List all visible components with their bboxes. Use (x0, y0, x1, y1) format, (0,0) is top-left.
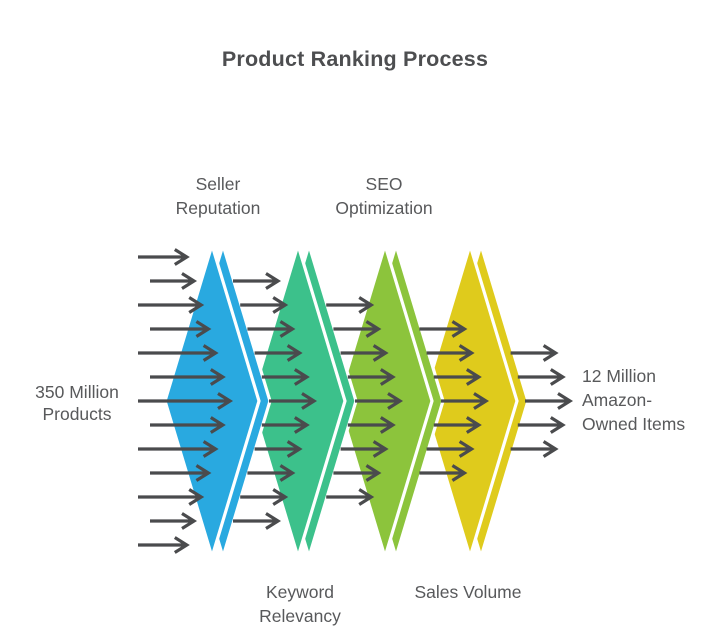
stage-label-keyword-relevancy: Keyword Relevancy (259, 582, 341, 626)
flow-arrow-col2 (233, 512, 282, 530)
flow-arrow-col1 (138, 248, 190, 266)
flow-arrow-col2 (240, 296, 289, 314)
output-volume-label: 12 Million Amazon- Owned Items (582, 366, 686, 434)
flow-arrow-col1 (150, 416, 226, 434)
flow-arrow-col4 (433, 416, 482, 434)
flow-arrow-col3 (326, 296, 375, 314)
flow-arrow-col1 (150, 368, 226, 386)
flow-arrow-col1 (138, 392, 234, 410)
flow-arrow-col1 (150, 464, 212, 482)
flow-arrows (138, 248, 574, 554)
flow-arrow-col5 (510, 344, 559, 362)
flow-arrow-col4 (426, 440, 475, 458)
flow-arrow-col1 (138, 488, 205, 506)
flow-arrow-col3 (355, 392, 404, 410)
flow-arrow-col4 (426, 344, 475, 362)
stage-label-seo-optimization: SEO Optimization (335, 174, 433, 218)
flow-arrow-col3 (340, 344, 389, 362)
flow-arrow-col3 (326, 488, 375, 506)
flow-arrow-col3 (340, 440, 389, 458)
flow-arrow-col1 (150, 512, 198, 530)
flow-arrow-col2 (261, 368, 310, 386)
flow-arrow-col3 (347, 368, 396, 386)
flow-arrow-col4 (433, 368, 482, 386)
stage-label-seller-reputation: Seller Reputation (175, 174, 261, 218)
input-volume-label: 350 Million Products (35, 382, 119, 424)
flow-arrow-col3 (333, 320, 382, 338)
page-title: Product Ranking Process (221, 47, 489, 71)
flow-arrow-col5 (517, 368, 566, 386)
flow-arrow-col1 (150, 320, 212, 338)
flow-arrow-col2 (269, 392, 318, 410)
flow-arrow-col4 (441, 392, 490, 410)
flow-arrow-col1 (138, 440, 219, 458)
flow-arrow-col5 (510, 440, 559, 458)
flow-arrow-col4 (419, 320, 468, 338)
flow-arrow-col5 (525, 392, 574, 410)
flow-arrow-col3 (333, 464, 382, 482)
flow-arrow-col2 (254, 344, 303, 362)
flow-arrow-col1 (138, 296, 205, 314)
flow-arrow-col1 (150, 272, 198, 290)
flow-arrow-col2 (240, 488, 289, 506)
flow-arrow-col4 (419, 464, 468, 482)
flow-arrow-col1 (138, 344, 219, 362)
flow-arrow-col2 (247, 320, 296, 338)
flow-arrow-col5 (517, 416, 566, 434)
stage-label-sales-volume: Sales Volume (414, 582, 522, 602)
flow-arrow-col1 (138, 536, 190, 554)
flow-arrow-col2 (233, 272, 282, 290)
flow-arrow-col2 (261, 416, 310, 434)
flow-arrow-col2 (254, 440, 303, 458)
flow-arrow-col2 (247, 464, 296, 482)
flow-arrow-col3 (347, 416, 396, 434)
